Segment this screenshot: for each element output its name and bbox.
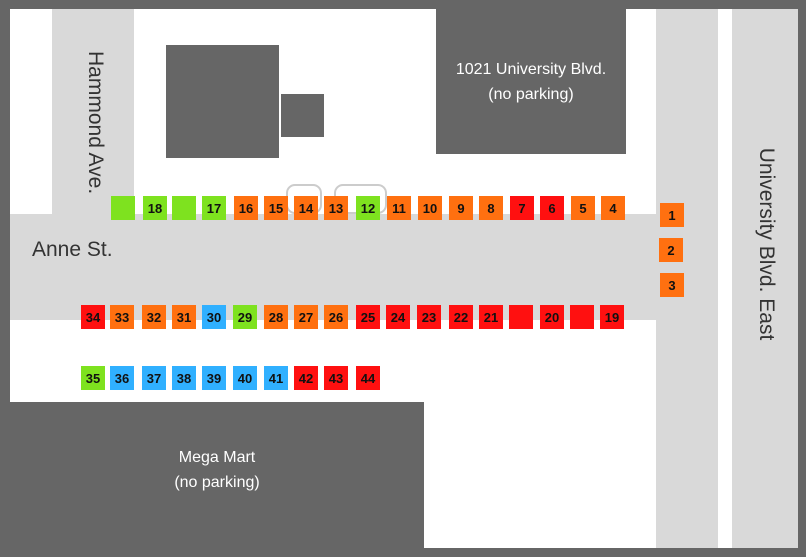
parking-spot-34[interactable]: 34 bbox=[81, 305, 105, 329]
building-1021-university: 1021 University Blvd. (no parking) bbox=[436, 9, 626, 154]
building-name: Mega Mart bbox=[178, 449, 256, 466]
parking-spot-42[interactable]: 42 bbox=[294, 366, 318, 390]
parking-spot-36[interactable]: 36 bbox=[110, 366, 134, 390]
parking-spot-24[interactable]: 24 bbox=[386, 305, 410, 329]
parking-spot-27[interactable]: 27 bbox=[294, 305, 318, 329]
anne-st-road bbox=[10, 214, 656, 320]
parking-spot-23[interactable]: 23 bbox=[417, 305, 441, 329]
parking-spot-12[interactable]: 12 bbox=[356, 196, 380, 220]
building-note: (no parking) bbox=[174, 474, 260, 491]
parking-spot-44[interactable]: 44 bbox=[356, 366, 380, 390]
parking-spot-15[interactable]: 15 bbox=[264, 196, 288, 220]
parking-spot-31[interactable]: 31 bbox=[172, 305, 196, 329]
building-note: (no parking) bbox=[488, 85, 574, 103]
parking-spot-11[interactable]: 11 bbox=[387, 196, 411, 220]
parking-spot[interactable] bbox=[509, 305, 533, 329]
parking-spot-40[interactable]: 40 bbox=[233, 366, 257, 390]
parking-spot-43[interactable]: 43 bbox=[324, 366, 348, 390]
parking-spot-38[interactable]: 38 bbox=[172, 366, 196, 390]
parking-spot-33[interactable]: 33 bbox=[110, 305, 134, 329]
parking-spot-32[interactable]: 32 bbox=[142, 305, 166, 329]
parking-spot-1[interactable]: 1 bbox=[660, 203, 684, 227]
parking-spot-35[interactable]: 35 bbox=[81, 366, 105, 390]
parking-spot-5[interactable]: 5 bbox=[571, 196, 595, 220]
parking-spot-41[interactable]: 41 bbox=[264, 366, 288, 390]
parking-spot-17[interactable]: 17 bbox=[202, 196, 226, 220]
parking-spot[interactable] bbox=[111, 196, 135, 220]
parking-spot-8[interactable]: 8 bbox=[479, 196, 503, 220]
parking-spot-19[interactable]: 19 bbox=[600, 305, 624, 329]
parking-spot-20[interactable]: 20 bbox=[540, 305, 564, 329]
parking-spot-22[interactable]: 22 bbox=[449, 305, 473, 329]
parking-spot-29[interactable]: 29 bbox=[233, 305, 257, 329]
parking-spot-9[interactable]: 9 bbox=[449, 196, 473, 220]
hammond-ave-road bbox=[52, 9, 134, 214]
street-label-hammond: Hammond Ave. bbox=[84, 51, 107, 195]
parking-spot-21[interactable]: 21 bbox=[479, 305, 503, 329]
parking-spot[interactable] bbox=[570, 305, 594, 329]
parking-spot-28[interactable]: 28 bbox=[264, 305, 288, 329]
parking-spot-14[interactable]: 14 bbox=[294, 196, 318, 220]
parking-spot-13[interactable]: 13 bbox=[324, 196, 348, 220]
parking-spot-37[interactable]: 37 bbox=[142, 366, 166, 390]
street-label-university: University Blvd. East bbox=[755, 147, 778, 341]
parking-spot-10[interactable]: 10 bbox=[418, 196, 442, 220]
parking-spot-18[interactable]: 18 bbox=[143, 196, 167, 220]
building-mega-mart: Mega Mart (no parking) bbox=[10, 402, 424, 548]
building-name: 1021 University Blvd. bbox=[455, 60, 607, 78]
building-small bbox=[281, 94, 324, 137]
parking-spot-3[interactable]: 3 bbox=[660, 273, 684, 297]
parking-spot-26[interactable]: 26 bbox=[324, 305, 348, 329]
parking-spot-39[interactable]: 39 bbox=[202, 366, 226, 390]
parking-spot-6[interactable]: 6 bbox=[540, 196, 564, 220]
parking-spot-25[interactable]: 25 bbox=[356, 305, 380, 329]
parking-spot[interactable] bbox=[172, 196, 196, 220]
parking-spot-2[interactable]: 2 bbox=[659, 238, 683, 262]
parking-spot-16[interactable]: 16 bbox=[234, 196, 258, 220]
parking-spot-4[interactable]: 4 bbox=[601, 196, 625, 220]
parking-spot-30[interactable]: 30 bbox=[202, 305, 226, 329]
parking-spot-7[interactable]: 7 bbox=[510, 196, 534, 220]
street-label-anne: Anne St. bbox=[32, 238, 113, 261]
university-blvd-lane bbox=[732, 9, 798, 548]
building bbox=[166, 45, 279, 158]
